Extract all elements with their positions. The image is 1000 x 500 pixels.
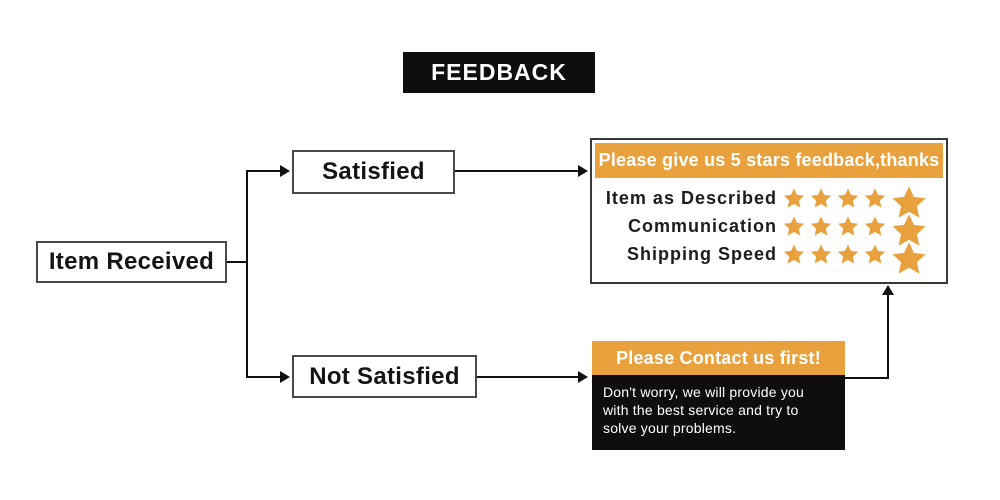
star-icon bbox=[864, 216, 886, 236]
connector-to-satisfied bbox=[246, 170, 280, 172]
star-rating bbox=[783, 236, 927, 274]
rating-label: Shipping Speed bbox=[626, 243, 777, 264]
connector-satisfied-to-rating bbox=[455, 170, 578, 172]
star-icon bbox=[810, 188, 832, 208]
star-icon bbox=[810, 216, 832, 236]
connector-to-not-satisfied bbox=[246, 376, 280, 378]
star-icon bbox=[837, 216, 859, 236]
connector-contact-up-v bbox=[887, 294, 889, 379]
star-rating bbox=[783, 208, 927, 246]
star-icon bbox=[864, 188, 886, 208]
arrowhead-contact-icon bbox=[578, 371, 588, 383]
star-icon bbox=[892, 214, 926, 246]
star-icon bbox=[810, 244, 832, 264]
connector-item-out bbox=[227, 261, 248, 263]
rating-label: Communication bbox=[627, 215, 777, 236]
page-title: FEEDBACK bbox=[403, 52, 595, 93]
connector-contact-out-h bbox=[845, 377, 889, 379]
arrowhead-rating-icon bbox=[578, 165, 588, 177]
rating-feedback-box: Please give us 5 stars feedback,thanks I… bbox=[590, 138, 948, 284]
satisfied-box: Satisfied bbox=[292, 150, 455, 194]
rating-row: Item as Described bbox=[595, 184, 943, 218]
contact-body-text: Don't worry, we will provide you with th… bbox=[592, 375, 845, 450]
rating-row: Communication bbox=[595, 212, 943, 246]
arrowhead-not-satisfied-icon bbox=[280, 371, 290, 383]
connector-not-satisfied-to-contact bbox=[477, 376, 578, 378]
rating-header: Please give us 5 stars feedback,thanks bbox=[595, 143, 943, 178]
star-rating bbox=[783, 180, 927, 218]
arrowhead-satisfied-icon bbox=[280, 165, 290, 177]
contact-box: Please Contact us first! Don't worry, we… bbox=[592, 341, 845, 450]
rating-row: Shipping Speed bbox=[595, 240, 943, 274]
arrowhead-up-to-rating-icon bbox=[882, 285, 894, 295]
item-received-box: Item Received bbox=[36, 241, 227, 283]
star-icon bbox=[892, 186, 926, 218]
star-icon bbox=[837, 188, 859, 208]
star-icon bbox=[783, 188, 805, 208]
not-satisfied-box: Not Satisfied bbox=[292, 355, 477, 398]
star-icon bbox=[892, 242, 926, 274]
contact-header: Please Contact us first! bbox=[592, 341, 845, 375]
rating-label: Item as Described bbox=[605, 187, 777, 208]
connector-branch-vertical bbox=[246, 170, 248, 378]
star-icon bbox=[837, 244, 859, 264]
star-icon bbox=[783, 216, 805, 236]
star-icon bbox=[864, 244, 886, 264]
star-icon bbox=[783, 244, 805, 264]
